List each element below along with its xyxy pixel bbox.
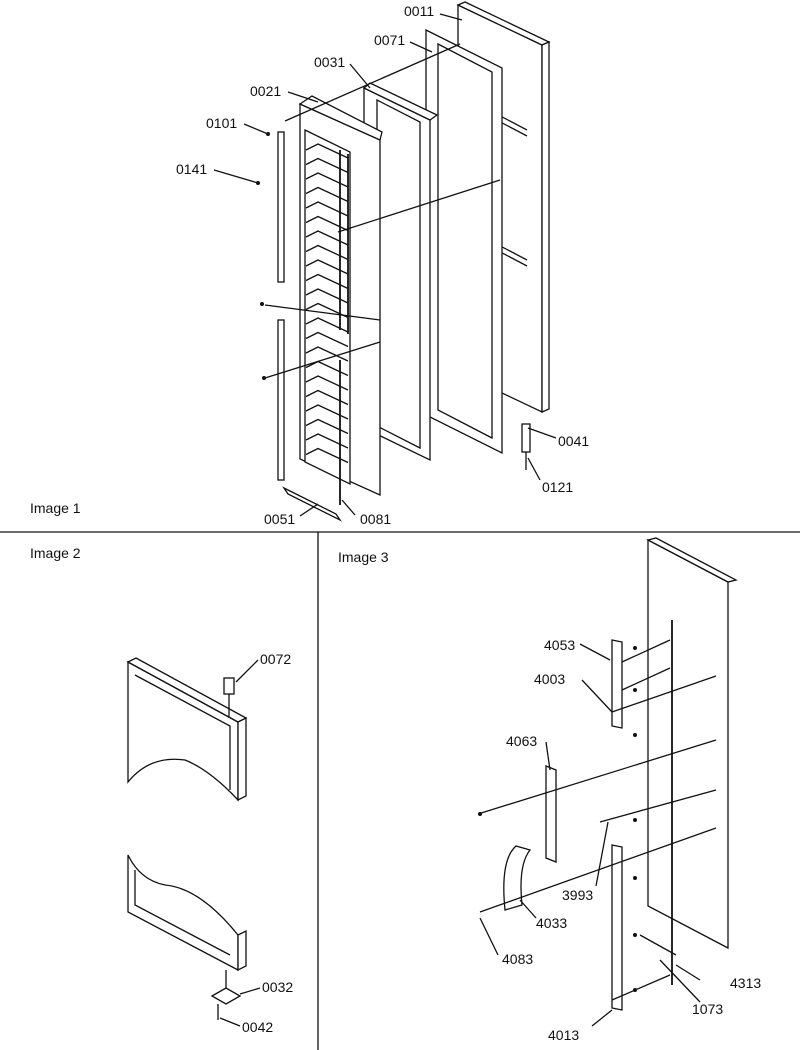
image2-leaders — [219, 659, 261, 1027]
label-1073: 1073 — [692, 1001, 723, 1017]
shelf-rung — [305, 157, 349, 174]
image1-leaders — [213, 13, 557, 517]
screw-holes — [256, 132, 270, 380]
label-4313: 4313 — [730, 975, 761, 991]
shelf-rung — [305, 317, 349, 333]
label-0042: 0042 — [242, 1019, 273, 1035]
image2-drawing — [126, 657, 261, 1027]
shelf-rung — [305, 215, 349, 232]
shelf-rung — [305, 346, 349, 362]
shelf-rung — [305, 447, 349, 464]
shelf-rung — [305, 273, 349, 290]
label-0141: 0141 — [176, 161, 207, 177]
label-0031: 0031 — [314, 54, 345, 70]
shelf-rung — [305, 259, 349, 275]
image3-assembly-lines — [477, 639, 717, 1001]
shelf-rungs — [305, 143, 349, 464]
shelf-rung — [305, 404, 349, 420]
shelf-rung — [305, 230, 349, 246]
label-0051: 0051 — [264, 511, 295, 527]
shelf-rung — [305, 143, 349, 159]
image1-drawing — [213, 1, 557, 522]
panel-title-image2: Image 2 — [30, 545, 81, 561]
label-0081: 0081 — [360, 511, 391, 527]
label-4003: 4003 — [534, 671, 565, 687]
label-4083: 4083 — [502, 951, 533, 967]
label-4033: 4033 — [536, 915, 567, 931]
assembly-lines — [264, 43, 501, 379]
image3-screw-holes — [478, 646, 637, 992]
label-0021: 0021 — [250, 83, 281, 99]
shelf-rung — [305, 288, 349, 304]
label-4063: 4063 — [506, 733, 537, 749]
door-handle — [503, 845, 532, 911]
shelf-rung — [305, 186, 349, 203]
shelf-rung — [305, 418, 349, 435]
top-hinge-cap — [223, 677, 235, 695]
label-3993: 3993 — [562, 887, 593, 903]
label-4013: 4013 — [548, 1027, 579, 1043]
image3-drawing — [477, 537, 738, 1027]
shelf-rung — [305, 244, 349, 261]
shelf-frame — [298, 95, 383, 505]
shelf-rung — [305, 389, 349, 406]
panel-title-image1: Image 1 — [30, 500, 81, 516]
label-0101: 0101 — [206, 115, 237, 131]
door-gasket — [425, 28, 503, 455]
shelf-rung — [305, 201, 349, 217]
side-rails — [277, 131, 285, 481]
shelf-rung — [305, 302, 349, 319]
bottom-hinge — [210, 987, 242, 1005]
panel-title-image3: Image 3 — [338, 549, 389, 565]
label-0041: 0041 — [558, 433, 589, 449]
image3-leaders — [479, 643, 701, 1027]
label-0072: 0072 — [260, 651, 291, 667]
bottom-trim — [282, 486, 342, 522]
label-4053: 4053 — [544, 637, 575, 653]
shelf-rung — [305, 331, 349, 348]
label-0121: 0121 — [542, 479, 573, 495]
label-0071: 0071 — [374, 32, 405, 48]
shelf-rung — [305, 172, 349, 188]
shelf-rung — [305, 375, 349, 391]
label-0011: 0011 — [404, 3, 434, 19]
shelf-rung — [305, 433, 349, 449]
label-0032: 0032 — [262, 979, 293, 995]
